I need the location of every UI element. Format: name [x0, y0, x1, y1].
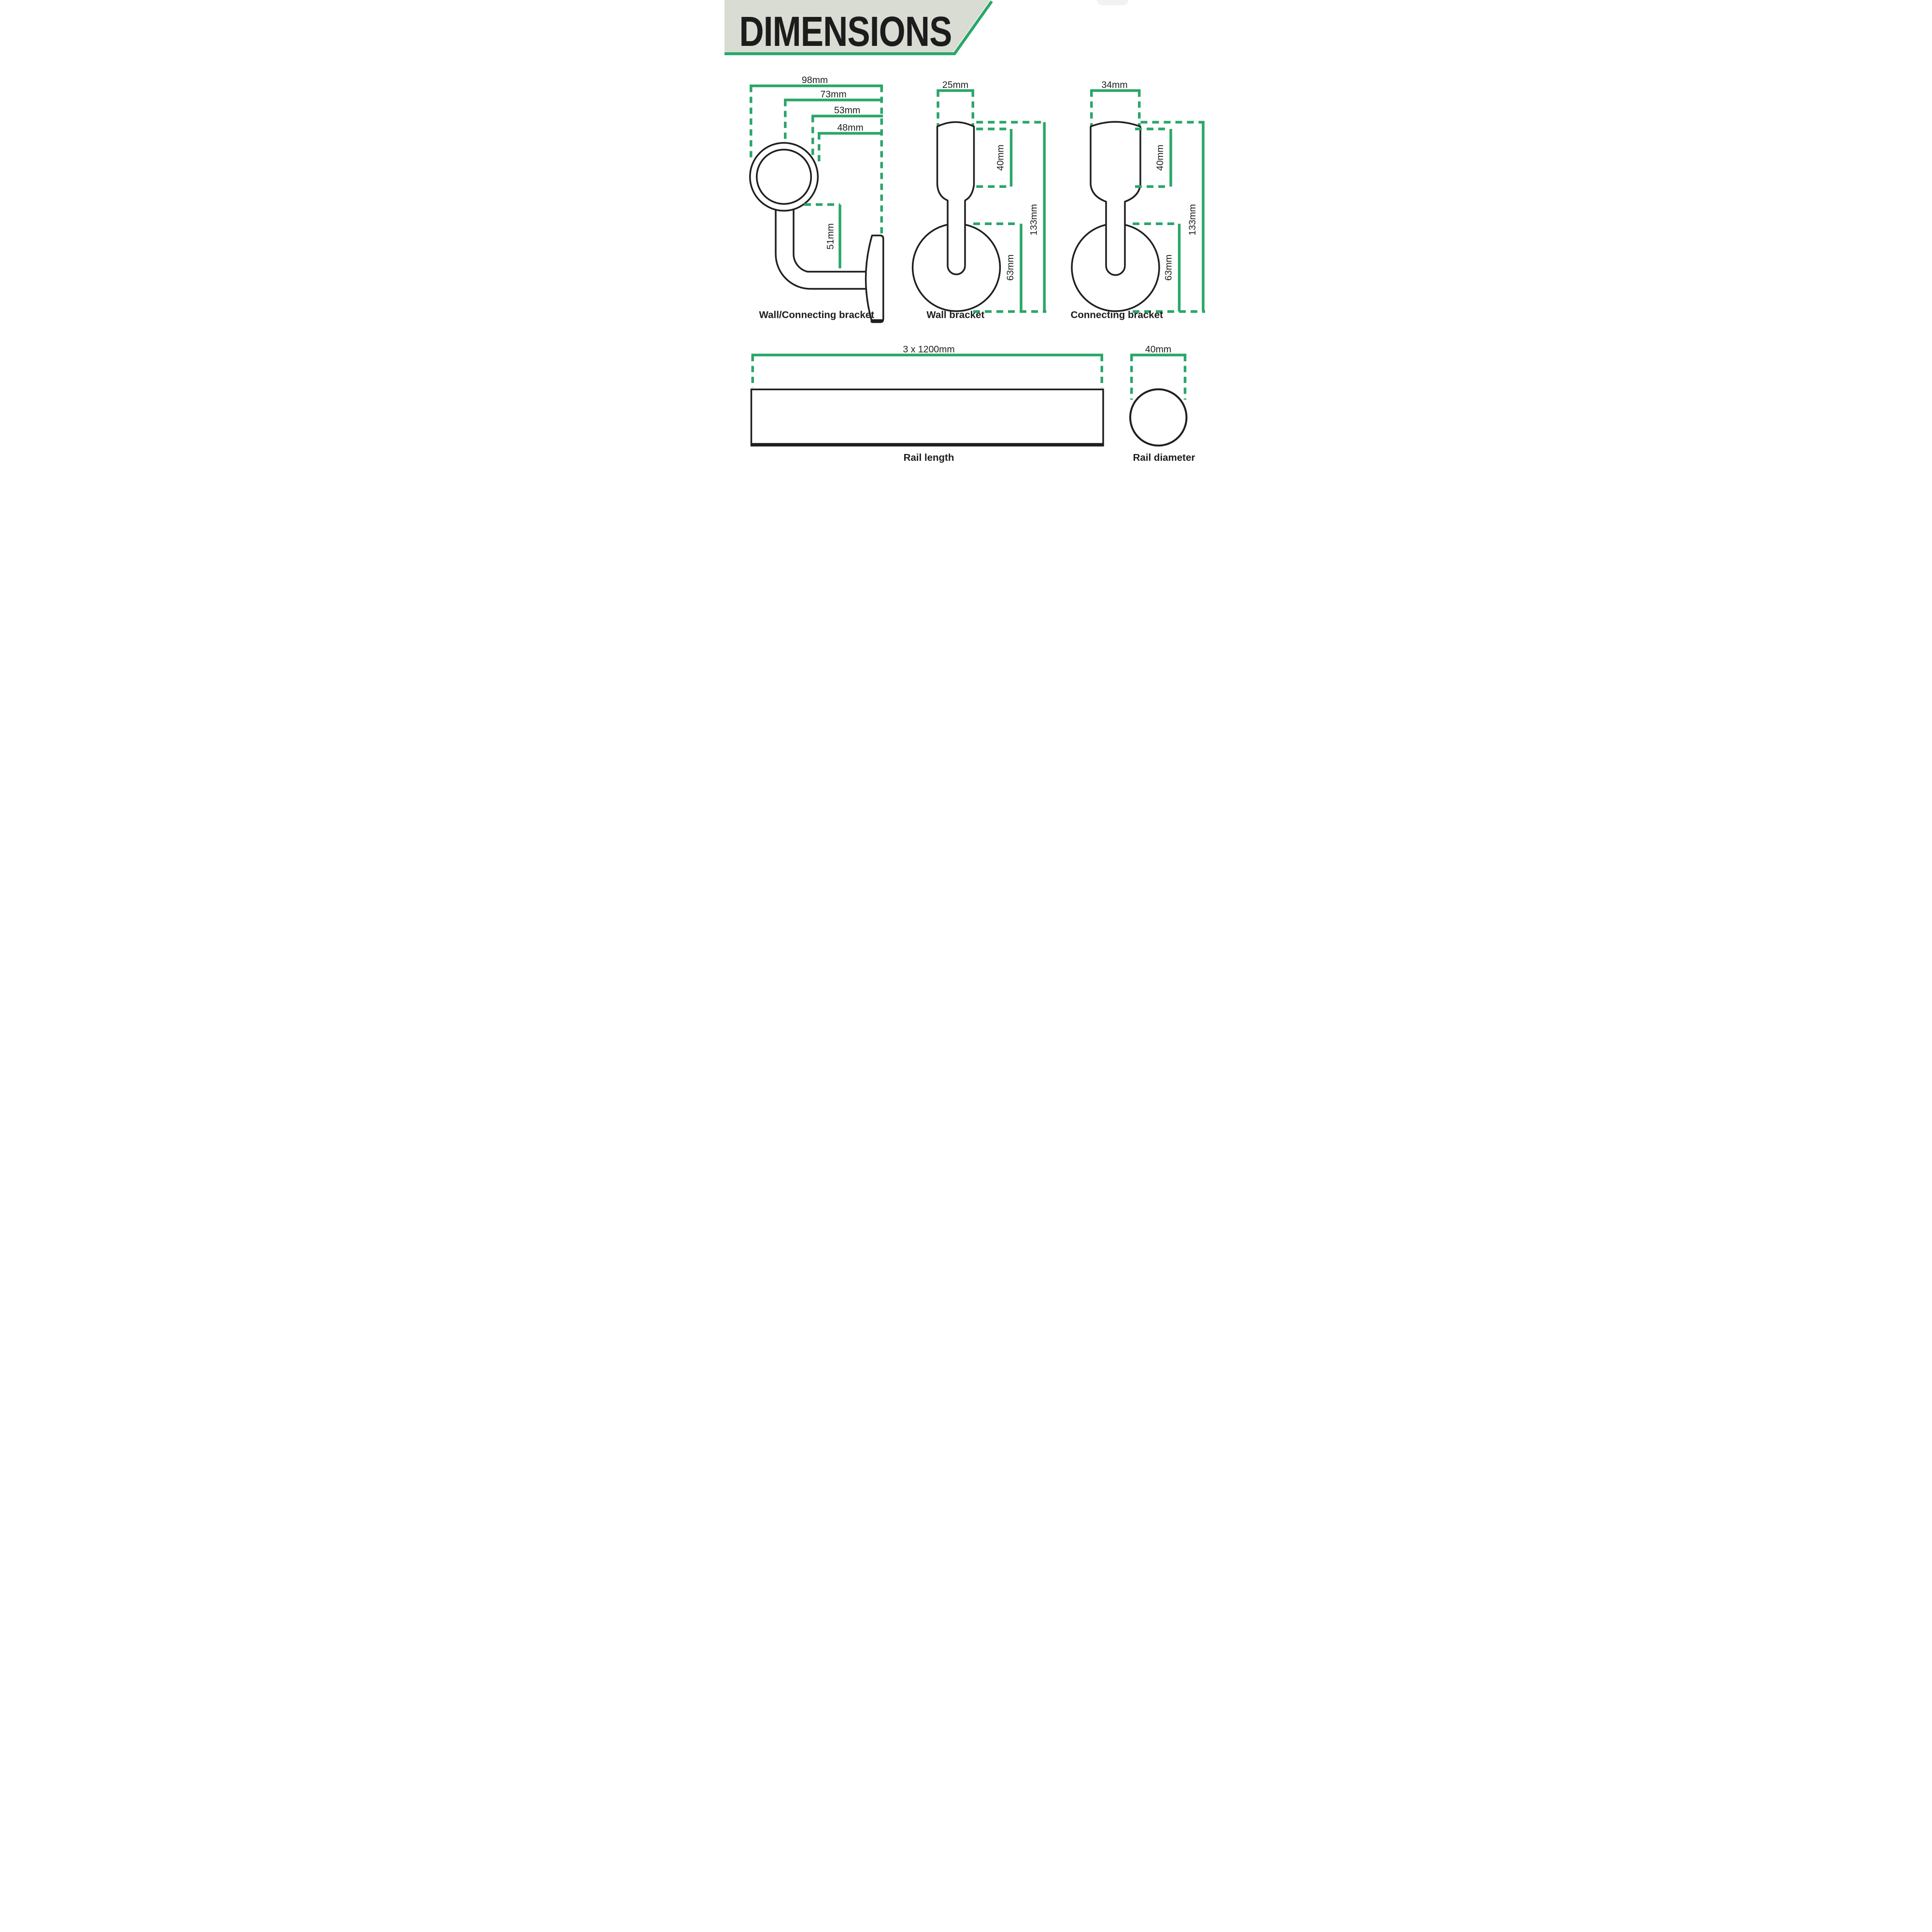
faded-watermark-pill: [1096, 0, 1129, 6]
dim-53mm-value: 53mm: [834, 105, 860, 116]
rail-diameter-label: Rail diameter: [1133, 452, 1195, 463]
rail-ring-inner-outline: [756, 149, 812, 205]
dim-63mm-value-right: 63mm: [1164, 255, 1174, 281]
banner-accent-edge: [724, 0, 993, 56]
wall-bracket-figure: 25mm 133mm 40mm 63mm Wall bracket: [911, 80, 1047, 320]
dim-51mm-value: 51mm: [825, 223, 836, 249]
connecting-bracket-figure: 34mm 133mm 40mm 63mm Connecting bracket: [1071, 80, 1205, 320]
dim-133mm-value: 133mm: [1028, 204, 1039, 235]
rail-length-figure: 3 x 1200mm Rail length: [750, 344, 1104, 463]
dim-48mm-value: 48mm: [837, 122, 863, 133]
connecting-bracket-label: Connecting bracket: [1071, 309, 1164, 320]
bracket-arm-outer-outline: [775, 210, 878, 290]
wall-bracket-label: Wall bracket: [926, 309, 984, 320]
rail-diameter-dim-value: 40mm: [1145, 344, 1171, 355]
rail-ring-outer-outline: [749, 142, 819, 212]
dim-98mm-value: 98mm: [802, 75, 828, 85]
rail-cross-section-outline: [1129, 388, 1188, 447]
dimensions-diagram: DIMENSIONS 98mm 73mm 53mm 48mm 51mm Wall: [724, 0, 1208, 483]
bracket-arm-inner-outline: [793, 209, 878, 273]
dim-40mm-value: 40mm: [995, 144, 1006, 170]
page-title: DIMENSIONS: [739, 8, 952, 55]
connecting-bracket-body-outline: [1090, 121, 1141, 276]
dim-34mm-value: 34mm: [1101, 80, 1127, 90]
dim-73mm-value: 73mm: [820, 89, 846, 99]
dim-63mm-value: 63mm: [1005, 255, 1016, 281]
rail-length-label: Rail length: [904, 452, 954, 463]
dim-25mm-value: 25mm: [942, 80, 968, 90]
rail-outline: [750, 388, 1104, 447]
wall-bracket-body-outline: [936, 121, 975, 275]
rail-diameter-figure: 40mm Rail diameter: [1129, 344, 1195, 463]
dim-40mm-value-right: 40mm: [1155, 144, 1165, 170]
diagram-canvas: DIMENSIONS 98mm 73mm 53mm 48mm 51mm Wall: [724, 0, 1205, 463]
wall-connecting-bracket-label: Wall/Connecting bracket: [759, 309, 875, 320]
rail-length-dim-value: 3 x 1200mm: [903, 344, 954, 355]
banner-shape: [724, 0, 990, 53]
wall-connecting-bracket-figure: 98mm 73mm 53mm 48mm 51mm Wall/Connecting…: [749, 75, 884, 323]
dim-133mm-value-right: 133mm: [1187, 204, 1198, 235]
header-banner: DIMENSIONS: [724, 0, 1129, 56]
